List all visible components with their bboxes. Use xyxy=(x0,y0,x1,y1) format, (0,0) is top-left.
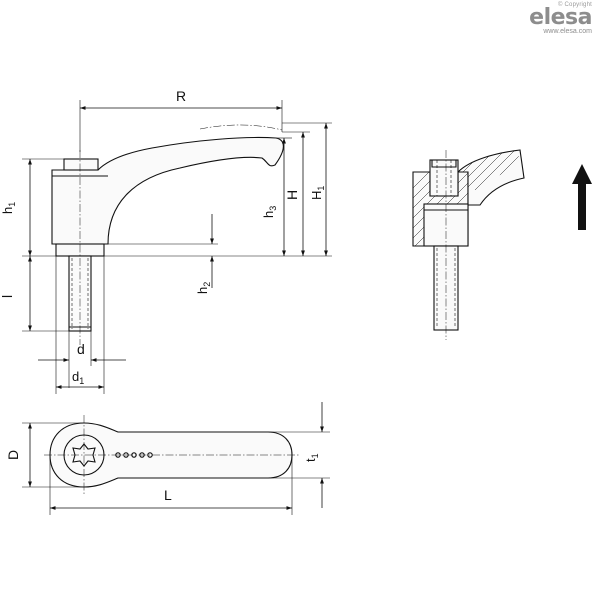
section-view xyxy=(412,149,592,340)
top-view: D t1 L xyxy=(5,402,330,515)
dim-label-L: L xyxy=(164,487,172,503)
section-arm xyxy=(456,149,525,206)
dim-label-l: l xyxy=(0,295,15,298)
dim-label-d: d xyxy=(77,341,85,357)
internal-screw xyxy=(429,159,459,197)
dim-label-t1: t1 xyxy=(303,453,320,462)
dim-label-D: D xyxy=(5,450,21,460)
direction-arrow-icon xyxy=(572,164,592,230)
copyright-text: © Copyright xyxy=(558,2,592,8)
brand-block: © Copyright elesa www.elesa.com xyxy=(529,2,592,35)
hub-cap xyxy=(63,158,99,171)
brand-url[interactable]: www.elesa.com xyxy=(543,28,592,35)
screw-head xyxy=(431,159,457,168)
swing-arc xyxy=(199,124,283,131)
dim-label-h1: h1 xyxy=(0,202,17,214)
side-view: R h1 l h3 H H1 h2 d xyxy=(0,88,332,394)
dim-label-H1: H1 xyxy=(309,186,326,200)
dim-label-h3: h3 xyxy=(261,206,278,218)
dim-label-H: H xyxy=(284,190,300,200)
elesa-logo[interactable]: elesa xyxy=(529,5,592,30)
dim-label-d1: d1 xyxy=(72,369,84,386)
lever-body xyxy=(51,136,284,245)
dim-label-h2: h2 xyxy=(195,282,212,294)
dim-label-R: R xyxy=(176,88,186,104)
